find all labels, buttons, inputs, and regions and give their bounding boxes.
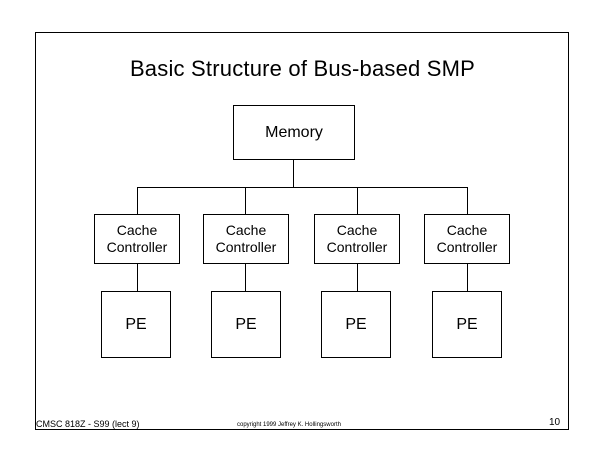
memory-box: Memory: [233, 105, 355, 160]
bus-line: [137, 187, 468, 188]
cache-label-line1: Cache: [446, 222, 488, 238]
memory-label: Memory: [265, 123, 323, 141]
bus-drop-1: [137, 187, 138, 214]
cache-label-line2: Controller: [326, 239, 388, 255]
pe-label: PE: [345, 315, 367, 333]
bus-drop-2: [245, 187, 246, 214]
cache-controller-box: Cache Controller: [424, 214, 510, 264]
cache-label-line2: Controller: [215, 239, 277, 255]
bus-drop-4: [467, 187, 468, 214]
cache-label-line1: Cache: [225, 222, 267, 238]
bus-drop-3: [357, 187, 358, 214]
cache-pe-line-1: [137, 264, 138, 291]
page-number: 10: [549, 417, 561, 428]
pe-label: PE: [235, 315, 257, 333]
pe-box: PE: [432, 291, 502, 358]
pe-box: PE: [211, 291, 281, 358]
cache-label-line2: Controller: [436, 239, 498, 255]
pe-box: PE: [321, 291, 391, 358]
cache-pe-line-3: [357, 264, 358, 291]
cache-pe-line-2: [245, 264, 246, 291]
copyright-footer: copyright 1999 Jeffrey K. Hollingsworth: [237, 422, 341, 428]
pe-label: PE: [456, 315, 478, 333]
cache-label-line1: Cache: [116, 222, 158, 238]
cache-label-line1: Cache: [336, 222, 378, 238]
pe-label: PE: [125, 315, 147, 333]
slide-frame: [35, 32, 569, 430]
cache-controller-box: Cache Controller: [94, 214, 180, 264]
cache-controller-box: Cache Controller: [314, 214, 400, 264]
course-footer: CMSC 818Z - S99 (lect 9): [36, 419, 140, 429]
slide-title: Basic Structure of Bus-based SMP: [129, 56, 476, 81]
cache-controller-box: Cache Controller: [203, 214, 289, 264]
pe-box: PE: [101, 291, 171, 358]
cache-pe-line-4: [467, 264, 468, 291]
memory-vertical-line: [293, 160, 294, 187]
cache-label-line2: Controller: [106, 239, 168, 255]
